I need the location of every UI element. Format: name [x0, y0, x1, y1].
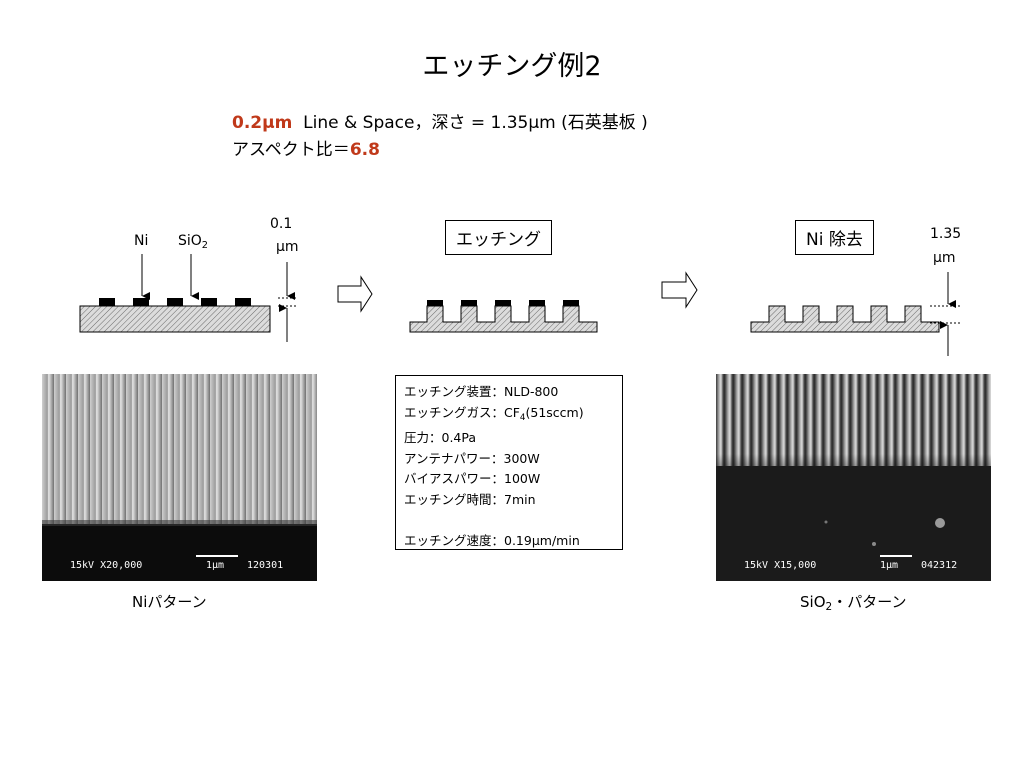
aspect-ratio-value: 6.8 — [349, 140, 380, 160]
etching-rate-line: エッチング速度：0.19μm/min — [404, 532, 580, 548]
aspect-ratio-label: アスペクト比＝ — [232, 140, 350, 160]
pressure-line: 圧力：0.4Pa — [404, 430, 477, 446]
step3-diagram — [750, 305, 940, 333]
page-title: エッチング例2 — [422, 51, 602, 82]
sem-left-info: 15kV X20,000 — [70, 560, 143, 571]
ni-pattern-sem-image — [42, 374, 317, 581]
thickness-value: 0.1 — [270, 216, 293, 232]
sio2-pattern-sem-image — [716, 374, 991, 581]
substrate-layer — [79, 305, 271, 333]
sem-left-id: 120301 — [247, 560, 284, 571]
etching-time-line: エッチング時間：7min — [404, 491, 536, 507]
final-substrate — [750, 305, 940, 333]
ni-pattern-caption: Niパターン — [132, 593, 207, 611]
step2-diagram — [409, 300, 598, 333]
etching-conditions-box: エッチング装置：NLD-800 エッチングガス：CF4(51sccm) 圧力：0… — [395, 375, 623, 550]
sem-right-scale: 1μm — [880, 560, 899, 571]
line-width-value: 0.2μm — [232, 113, 293, 133]
etched-substrate — [409, 305, 598, 333]
depth-unit: μm — [933, 250, 956, 266]
ni-label: Ni — [134, 233, 149, 249]
antenna-power-line: アンテナパワー：300W — [404, 450, 540, 466]
aspect-ratio-line: アスペクト比＝6.8 — [232, 135, 380, 160]
sem-left-scale: 1μm — [206, 560, 225, 571]
sio2-pattern-caption: SiO2・パターン — [800, 593, 907, 613]
etching-step-label: エッチング — [445, 220, 552, 255]
equipment-line: エッチング装置：NLD-800 — [404, 384, 559, 399]
depth-value: 1.35 — [930, 226, 962, 242]
ni-removal-step-label: Ni 除去 — [795, 220, 874, 255]
sem-right-id: 042312 — [921, 560, 958, 571]
ni-mask-blocks — [99, 298, 251, 306]
spec-line-1: 0.2μm Line & Space，深さ = 1.35μm (石英基板 ) — [232, 108, 648, 133]
sio2-label: SiO2 — [178, 233, 209, 251]
process-arrow-1 — [337, 275, 373, 313]
process-arrow-2 — [661, 271, 698, 309]
gas-line: エッチングガス：CF4(51sccm) — [404, 404, 584, 423]
bias-power-line: バイアスパワー：100W — [404, 471, 541, 487]
thickness-unit: μm — [276, 239, 299, 255]
line-space-depth-text: Line & Space，深さ = 1.35μm (石英基板 ) — [303, 113, 648, 133]
sem-right-info: 15kV X15,000 — [744, 560, 817, 571]
